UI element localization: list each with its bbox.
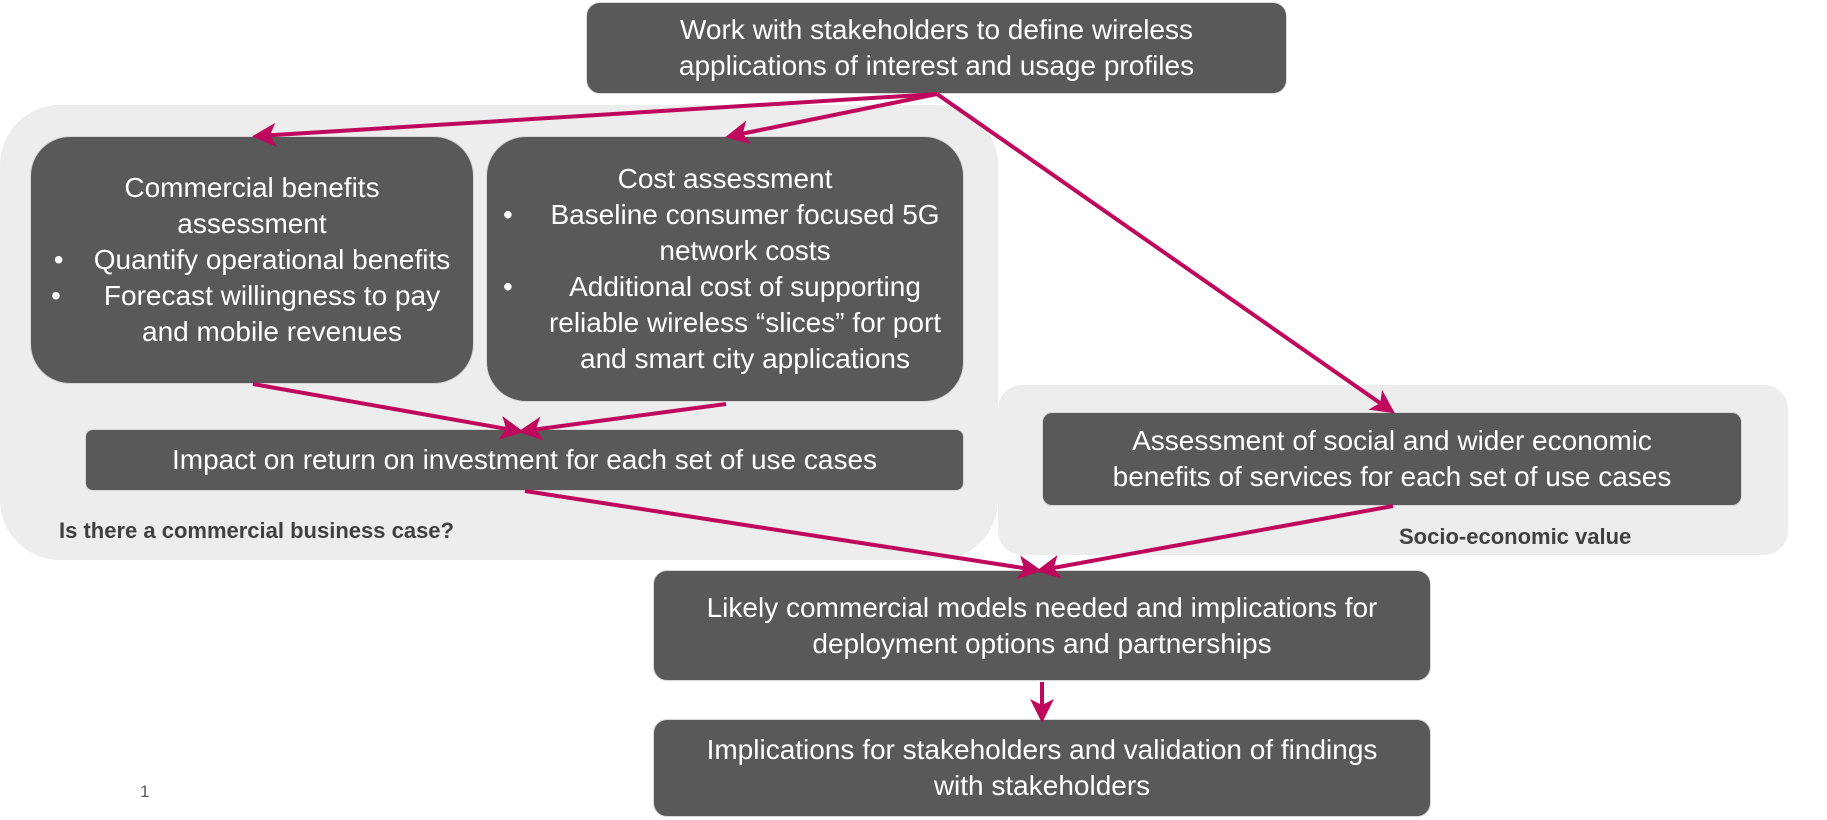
bullet-icon: • xyxy=(53,244,64,275)
bullet-text: Quantify operational benefits xyxy=(93,244,451,275)
box-text: Work with stakeholders to define wireles… xyxy=(679,14,1194,45)
box-text: Implications for stakeholders and valida… xyxy=(706,734,1378,765)
box-title: assessment xyxy=(177,208,327,239)
box-text: benefits of services for each set of use… xyxy=(1112,461,1672,492)
commercial-models-box: Likely commercial models needed and impl… xyxy=(653,570,1431,681)
bullet-item: • Forecast willingness to pay and mobile … xyxy=(51,278,453,350)
bullet-text: Additional cost of supporting reliable w… xyxy=(548,271,942,374)
bullet-icon: • xyxy=(503,271,513,302)
arrow xyxy=(935,92,1395,414)
commercial-benefits-box: Commercial benefits assessment • Quantify… xyxy=(30,136,474,384)
bullet-item: • Quantify operational benefits xyxy=(54,242,450,278)
cost-assessment-box: Cost assessment • Baseline consumer focus… xyxy=(486,136,964,402)
arrow xyxy=(725,92,938,145)
box-text: Assessment of social and wider economic xyxy=(1132,425,1652,456)
box-title: Commercial benefits xyxy=(124,172,380,203)
business-case-label: Is there a commercial business case? xyxy=(59,518,454,543)
socio-economic-label: Socio-economic value xyxy=(1399,524,1632,549)
page-number: 1 xyxy=(140,782,150,801)
bullet-item: • Additional cost of supporting reliable … xyxy=(503,269,947,377)
box-text: Impact on return on investment for each … xyxy=(171,444,878,475)
implications-box: Implications for stakeholders and valida… xyxy=(653,719,1431,817)
socio-economic-assessment-box: Assessment of social and wider economic … xyxy=(1042,412,1742,506)
box-text: with stakeholders xyxy=(933,770,1151,801)
box-text: applications of interest and usage profi… xyxy=(678,50,1195,81)
define-applications-box: Work with stakeholders to define wireles… xyxy=(586,2,1287,94)
arrow xyxy=(518,402,727,441)
box-text: Likely commercial models needed and impl… xyxy=(706,591,1378,623)
arrow xyxy=(1036,504,1394,579)
bullet-icon: • xyxy=(503,199,513,230)
arrow xyxy=(252,92,938,147)
bullet-icon: • xyxy=(51,280,61,311)
arrow xyxy=(252,382,524,440)
bullet-text: Baseline consumer focused 5G network cos… xyxy=(550,199,940,266)
box-title: Cost assessment xyxy=(617,163,833,194)
bullet-item: • Baseline consumer focused 5G network co… xyxy=(503,197,947,269)
box-text: deployment options and partnerships xyxy=(812,627,1272,659)
arrow xyxy=(524,489,1042,580)
bullet-text: Forecast willingness to pay and mobile r… xyxy=(103,280,441,347)
